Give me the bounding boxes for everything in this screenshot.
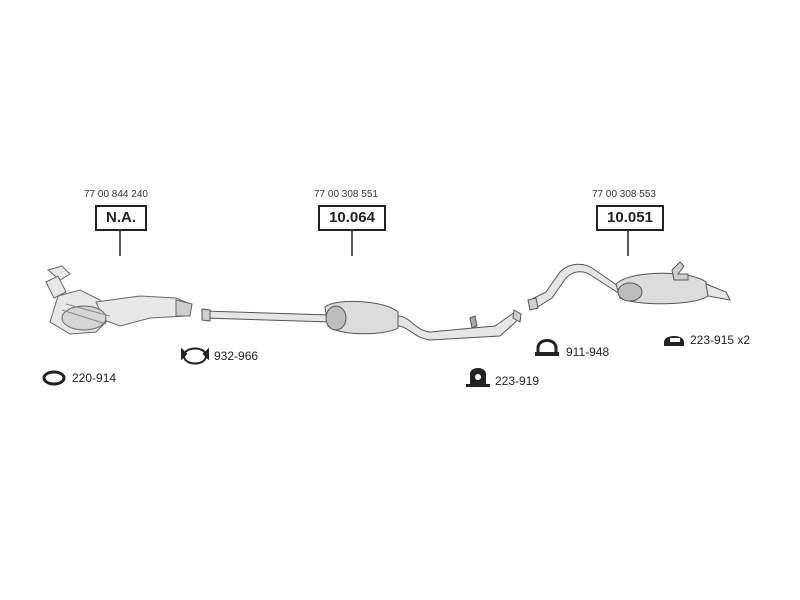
hanger-label: 223-915 x2 bbox=[690, 333, 751, 347]
part-ref-box-na: N.A. bbox=[95, 205, 147, 231]
rubber-mount-icon bbox=[466, 368, 490, 387]
part-ref-box-10051: 10.051 bbox=[596, 205, 664, 231]
oe-number-na: 77 00 844 240 bbox=[84, 189, 148, 200]
rear-silencer-drawing bbox=[527, 261, 731, 311]
catalytic-converter-drawing bbox=[45, 265, 193, 335]
part-ref-box-10064: 10.064 bbox=[318, 205, 386, 231]
gasket-label: 220-914 bbox=[72, 371, 117, 385]
hanger-icon bbox=[664, 336, 684, 346]
gasket-icon bbox=[42, 370, 66, 386]
middle-silencer-drawing bbox=[201, 300, 522, 341]
clamp-ring-label: 932-966 bbox=[214, 349, 259, 363]
u-clamp-icon bbox=[535, 339, 559, 356]
u-clamp-label: 911-948 bbox=[566, 345, 610, 359]
rubber-mount-label: 223-919 bbox=[495, 374, 540, 388]
oe-number-10051: 77 00 308 553 bbox=[592, 189, 656, 200]
oe-number-10064: 77 00 308 551 bbox=[314, 189, 378, 200]
clamp-ring-icon bbox=[181, 347, 209, 365]
